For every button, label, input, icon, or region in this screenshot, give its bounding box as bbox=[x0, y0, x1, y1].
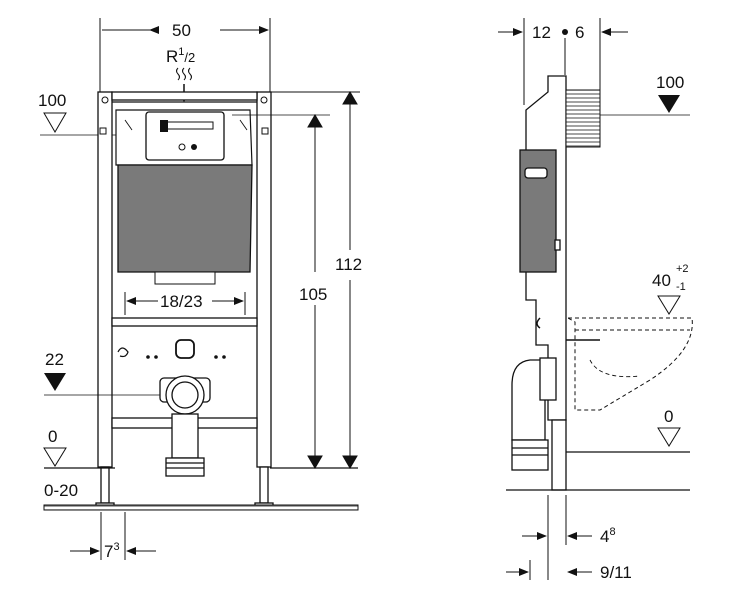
side-frame bbox=[519, 75, 567, 491]
cistern bbox=[115, 109, 253, 285]
flush-valve bbox=[175, 339, 195, 359]
height-total-label: 112 bbox=[335, 255, 362, 274]
bolt-holes bbox=[146, 355, 226, 359]
depth-bottom-dimensions bbox=[506, 495, 592, 580]
depth-top-dimension bbox=[498, 18, 628, 105]
frame bbox=[97, 91, 272, 468]
foot-dimension bbox=[70, 512, 156, 560]
bowl-level-marker-icon bbox=[657, 295, 681, 315]
connection-sup: 1 bbox=[178, 46, 184, 58]
floor-label: 0-20 bbox=[44, 481, 78, 500]
depth-a-base: 4 bbox=[600, 527, 609, 546]
side-level-100-label: 100 bbox=[656, 73, 684, 92]
water-wave-icon bbox=[175, 67, 193, 81]
side-level-0-marker-icon bbox=[657, 427, 681, 447]
connection-frac: /2 bbox=[184, 50, 195, 65]
side-level-0-label: 0 bbox=[664, 407, 673, 426]
level-0-label: 0 bbox=[48, 427, 57, 446]
foot-base: 7 bbox=[104, 542, 113, 561]
bowl-height-sup-top: +2 bbox=[676, 263, 689, 275]
spacing-label: 18/23 bbox=[160, 292, 203, 311]
cistern-tank bbox=[117, 164, 253, 273]
level-22-marker-icon bbox=[44, 373, 66, 391]
dim-left-label: 12 bbox=[532, 23, 551, 42]
depth-b-label: 9/11 bbox=[600, 563, 632, 582]
bowl-height-base: 40 bbox=[652, 271, 671, 290]
depth-a-label: 48 bbox=[600, 526, 616, 546]
level-22-label: 22 bbox=[45, 350, 64, 369]
depth-a-sup: 8 bbox=[609, 526, 615, 538]
height-dimensions bbox=[270, 91, 360, 469]
side-level-marker-icon bbox=[658, 95, 680, 113]
level-marker-icon bbox=[43, 112, 67, 133]
foot-label: 73 bbox=[104, 541, 120, 561]
width-label: 50 bbox=[172, 21, 191, 40]
connection-label: R1/2 bbox=[166, 46, 195, 66]
front-view: 50 R1/2 100 bbox=[38, 18, 362, 561]
foot-sup: 3 bbox=[113, 541, 119, 553]
height-frame-label: 105 bbox=[299, 285, 327, 304]
bowl-height-label: 40 bbox=[652, 271, 671, 290]
width-dimension bbox=[99, 18, 271, 92]
drain-pipe bbox=[159, 375, 211, 477]
floor-slab bbox=[43, 504, 359, 511]
spacing-dimension bbox=[124, 292, 246, 315]
side-drain bbox=[511, 357, 557, 471]
side-view: 12 6 100 40 +2 -1 bbox=[498, 18, 693, 582]
level-100-label: 100 bbox=[38, 91, 66, 110]
bowl-height-sup-bot: -1 bbox=[676, 281, 686, 293]
center-dot bbox=[562, 29, 568, 35]
level-0-marker-icon bbox=[43, 447, 67, 467]
dim-right-label: 6 bbox=[575, 23, 584, 42]
connection-r: R bbox=[166, 47, 178, 66]
toilet-bowl bbox=[566, 317, 693, 411]
push-plate bbox=[565, 89, 601, 148]
